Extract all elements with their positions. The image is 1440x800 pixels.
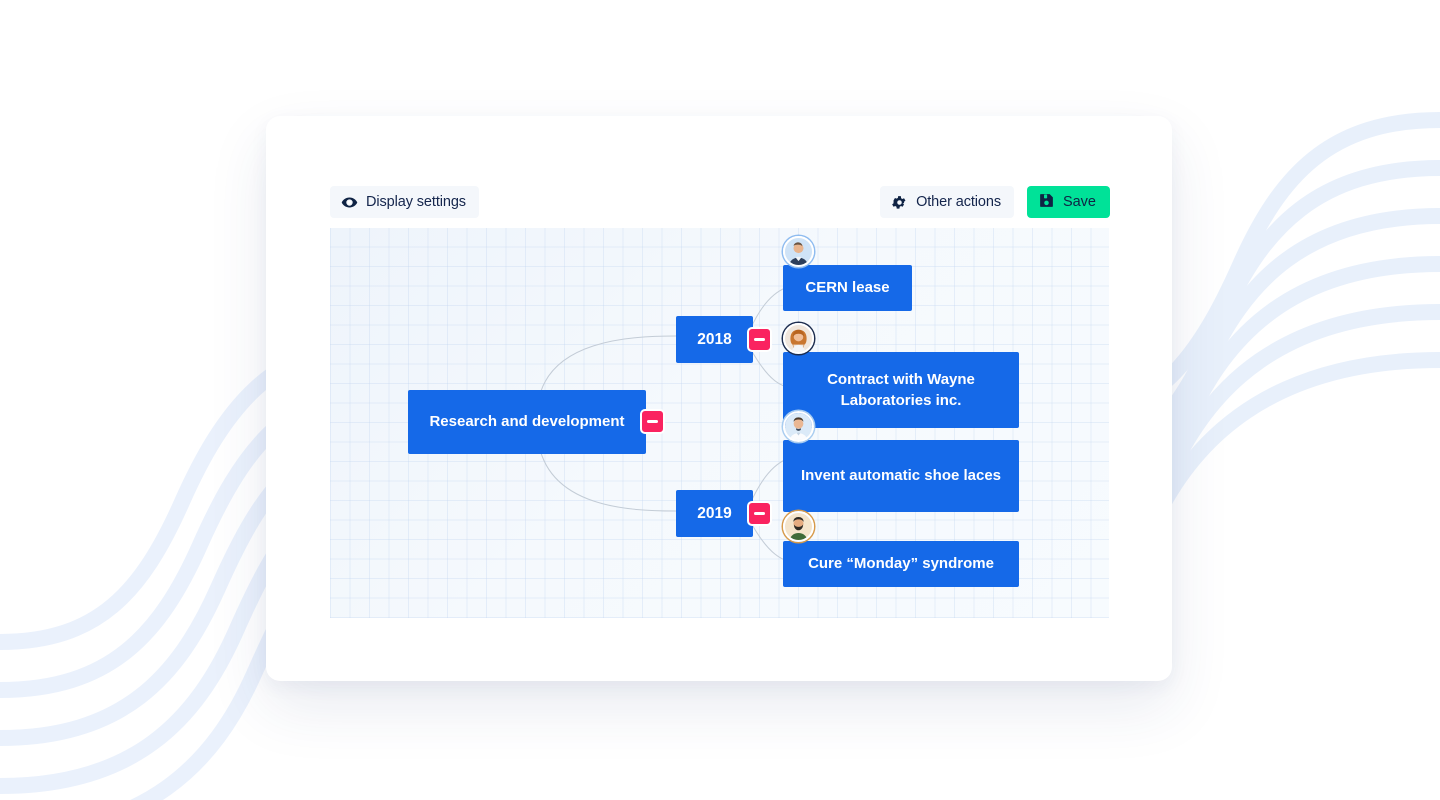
other-actions-button[interactable]: Other actions xyxy=(880,186,1014,218)
display-settings-label: Display settings xyxy=(366,194,466,210)
minus-icon xyxy=(647,420,658,423)
avatar-wayne-contract[interactable] xyxy=(783,323,814,354)
node-label: Invent automatic shoe laces xyxy=(800,467,1002,485)
node-label: Research and development xyxy=(429,413,625,431)
collapse-toggle-2019[interactable] xyxy=(747,501,772,526)
avatar-shoe-laces[interactable] xyxy=(783,411,814,442)
avatar-monday-syndrome[interactable] xyxy=(783,511,814,542)
eye-icon xyxy=(341,194,358,211)
mindmap-node-2018[interactable]: 2018 xyxy=(676,316,753,363)
collapse-toggle-2018[interactable] xyxy=(747,327,772,352)
display-settings-button[interactable]: Display settings xyxy=(330,186,479,218)
other-actions-label: Other actions xyxy=(916,194,1001,210)
mindmap-node-cern-lease[interactable]: CERN lease xyxy=(783,265,912,311)
minus-icon xyxy=(754,512,765,515)
mindmap-node-shoe-laces[interactable]: Invent automatic shoe laces xyxy=(783,440,1019,512)
node-label: 2018 xyxy=(697,330,732,348)
save-button[interactable]: Save xyxy=(1026,186,1110,218)
node-label: Contract with Wayne Laboratories inc. xyxy=(827,370,975,409)
node-label: 2019 xyxy=(697,504,732,522)
mindmap-node-2019[interactable]: 2019 xyxy=(676,490,753,537)
node-label: CERN lease xyxy=(805,279,890,297)
avatar-cern-lease[interactable] xyxy=(783,236,814,267)
mindmap-node-wayne-contract[interactable]: Contract with Wayne Laboratories inc. xyxy=(783,352,1019,428)
collapse-toggle-root[interactable] xyxy=(640,409,665,434)
node-label: Cure “Monday” syndrome xyxy=(808,555,994,573)
app-window: Display settings Other actions xyxy=(266,116,1172,681)
save-label: Save xyxy=(1062,194,1096,210)
minus-icon xyxy=(754,338,765,341)
mindmap-node-monday-syndrome[interactable]: Cure “Monday” syndrome xyxy=(783,541,1019,587)
toolbar: Display settings Other actions xyxy=(330,186,1110,218)
mindmap-canvas[interactable]: Research and development 2018 CERN lease xyxy=(330,228,1109,618)
mindmap-node-root[interactable]: Research and development xyxy=(408,390,646,454)
gear-icon xyxy=(891,194,908,211)
floppy-disk-icon xyxy=(1038,192,1055,213)
